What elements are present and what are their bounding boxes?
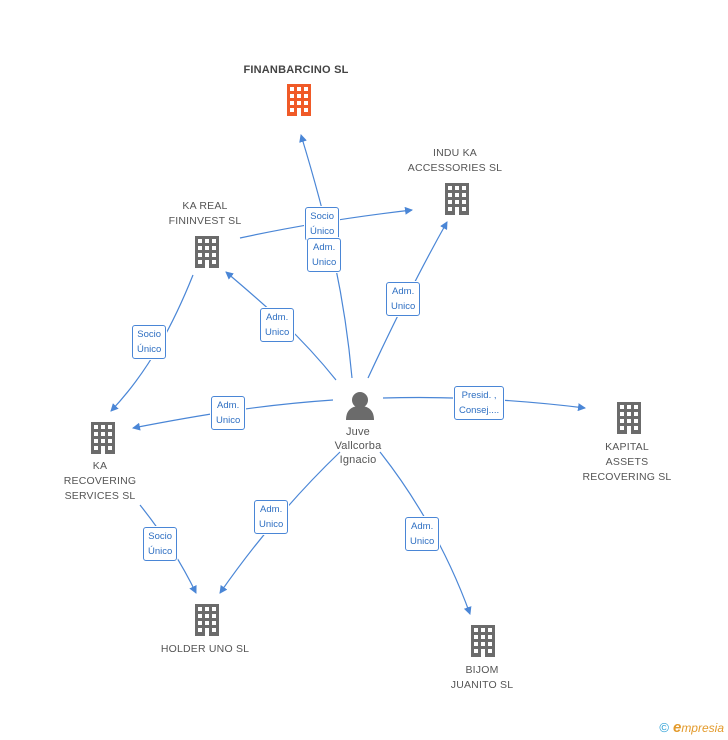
label-line: ACCESSORIES SL	[407, 162, 503, 174]
edge-label-line: Unico	[216, 415, 241, 426]
edge-label-adm-unico-indu[interactable]: Adm. Unico	[386, 282, 421, 316]
edge-label-line: Socio	[148, 531, 173, 542]
building-icon-bijom[interactable]	[471, 625, 495, 657]
label-line: ASSETS	[605, 456, 649, 468]
edge-label-line: Adm.	[411, 521, 434, 532]
copyright-icon: ©	[659, 720, 669, 735]
edge-label-line: Socio	[137, 329, 162, 340]
label-line: SERVICES SL	[64, 490, 136, 502]
building-icon-kareal[interactable]	[195, 236, 219, 268]
edge-label-line: Único	[137, 344, 162, 355]
label-line: Ignacio	[339, 454, 377, 466]
label-line: RECOVERING SL	[582, 471, 672, 483]
edge-label-socio-unico-karec[interactable]: Socio Único	[132, 325, 167, 359]
building-icon-karecovering[interactable]	[91, 422, 115, 454]
edge-label-line: Consej....	[459, 405, 500, 416]
edge-label-adm-unico-holder[interactable]: Adm. Unico	[254, 500, 289, 534]
edge-label-socio-unico-holder[interactable]: Socio Único	[143, 527, 178, 561]
edge-label-adm-unico-kareal[interactable]: Adm. Unico	[260, 308, 295, 342]
edge-label-line: Adm.	[392, 286, 415, 297]
edge-label-line: Unico	[265, 327, 290, 338]
brand-initial: e	[672, 719, 682, 736]
edge-label-line: Adm.	[266, 312, 289, 323]
building-icon-finanbarcino[interactable]	[287, 84, 311, 116]
label-line: JUANITO SL	[450, 679, 514, 691]
label-line: KA REAL	[182, 200, 228, 212]
edge-label-adm-unico-bijom[interactable]: Adm. Unico	[405, 517, 440, 551]
edge-label-line: Adm.	[260, 504, 283, 515]
node-label-karecovering[interactable]: KA RECOVERING SERVICES SL	[45, 459, 155, 504]
edge-label-presid-consej[interactable]: Presid. , Consej....	[454, 386, 505, 420]
edge-label-line: Unico	[391, 301, 416, 312]
edge-label-line: Unico	[312, 257, 337, 268]
brand-rest: mpresia	[681, 721, 724, 735]
edge-label-line: Adm.	[313, 242, 336, 253]
edge-label-line: Unico	[259, 519, 284, 530]
building-icon-holder[interactable]	[195, 604, 219, 636]
brand-logo: empresia	[673, 719, 724, 736]
node-label-kapital[interactable]: KAPITAL ASSETS RECOVERING SL	[572, 440, 682, 485]
edge-label-line: Adm.	[217, 400, 240, 411]
label-line: FINANBARCINO SL	[243, 64, 349, 76]
edge-label-adm-unico-finan[interactable]: Adm. Unico	[307, 238, 342, 272]
edge-label-adm-unico-karec[interactable]: Adm. Unico	[211, 396, 246, 430]
node-label-kareal[interactable]: KA REAL FININVEST SL	[150, 199, 260, 229]
label-line: HOLDER UNO SL	[160, 643, 250, 655]
label-line: FININVEST SL	[168, 215, 242, 227]
label-line: KAPITAL	[605, 441, 649, 453]
label-line: RECOVERING	[63, 475, 137, 487]
node-label-person[interactable]: Juve Vallcorba Ignacio	[318, 425, 398, 467]
label-line: BIJOM	[465, 664, 499, 676]
node-label-finanbarcino[interactable]: FINANBARCINO SL	[236, 63, 356, 78]
node-label-bijom[interactable]: BIJOM JUANITO SL	[427, 663, 537, 693]
person-icon[interactable]	[346, 392, 374, 420]
node-label-induka[interactable]: INDU KA ACCESSORIES SL	[400, 146, 510, 176]
edge-label-line: Único	[310, 226, 335, 237]
building-icon-induka[interactable]	[445, 183, 469, 215]
empresia-watermark[interactable]: © empresia	[659, 719, 724, 736]
edge-label-line: Socio	[310, 211, 335, 222]
label-line: INDU KA	[433, 147, 477, 159]
label-line: Vallcorba	[334, 440, 382, 452]
building-icon-kapital[interactable]	[617, 402, 641, 434]
label-line: KA	[92, 460, 108, 472]
label-line: Juve	[345, 426, 371, 438]
edge-label-line: Único	[148, 546, 173, 557]
edge-label-line: Presid. ,	[461, 390, 497, 401]
edge-label-line: Unico	[410, 536, 435, 547]
node-label-holder[interactable]: HOLDER UNO SL	[150, 642, 260, 657]
edge-label-socio-unico-finan[interactable]: Socio Único	[305, 207, 340, 241]
